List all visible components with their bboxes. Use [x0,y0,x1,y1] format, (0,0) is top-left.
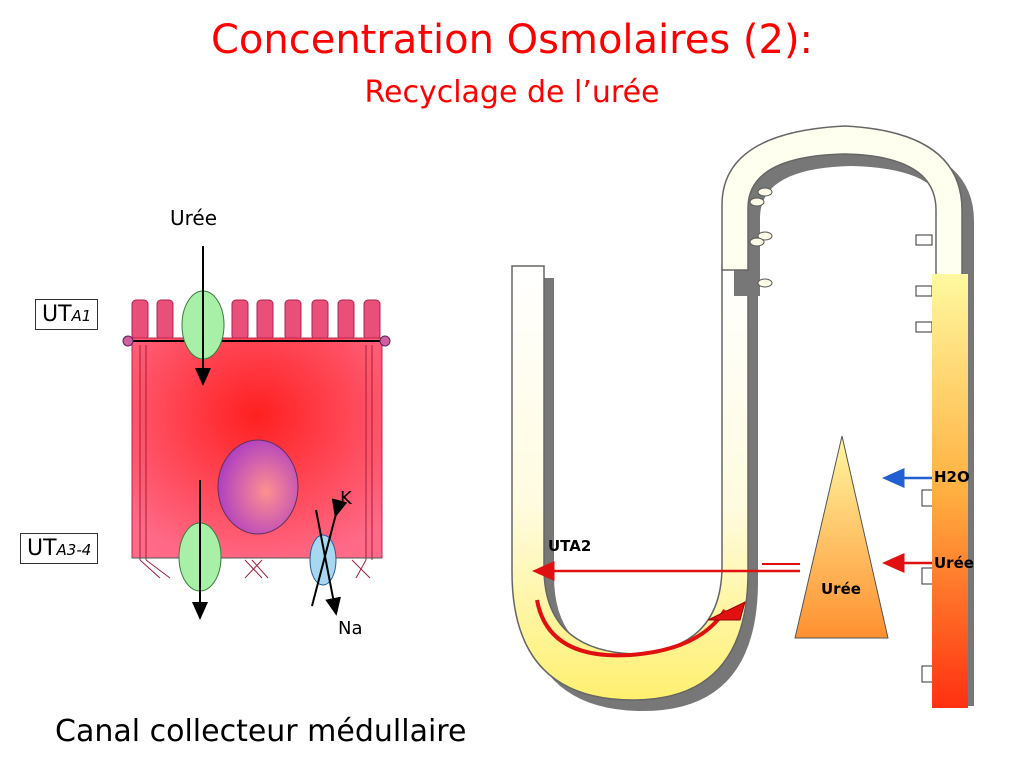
uta3-4-main: UT [27,536,57,561]
uta3-4-sub: A3-4 [56,541,92,559]
uta3-4-label-box: UTA3-4 [20,533,99,564]
loop-of-henle [511,125,974,711]
collecting-duct-cell [122,246,391,620]
uta1-sub: A1 [71,307,92,325]
recycle-arrow [535,599,727,658]
microvilli [131,299,381,341]
k-label: K [340,488,352,509]
cell-urea-label: Urée [170,206,218,230]
h2o-label: H2O [934,468,970,486]
duct-urea-label: Urée [934,554,974,572]
nucleus [217,439,299,535]
collecting-duct-bar [932,274,968,708]
uta1-main: UT [42,302,72,327]
slide-subtitle: Recyclage de l’urée [364,75,660,110]
gradient-urea-label: Urée [821,580,861,598]
caption: Canal collecteur médullaire [55,714,467,749]
na-arrow [315,509,341,616]
uta2-label: UTA2 [548,537,592,555]
na-label: Na [338,618,363,639]
slide-title: Concentration Osmolaires (2): [210,17,814,63]
uta1-label-box: UTA1 [35,299,99,330]
urea-gradient-cone [794,435,889,639]
